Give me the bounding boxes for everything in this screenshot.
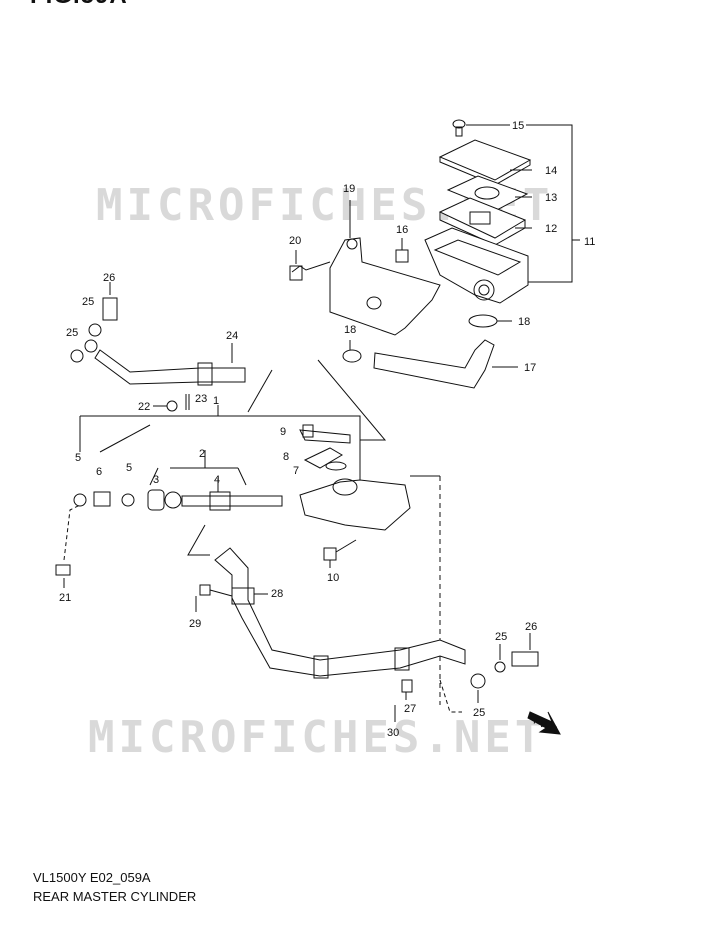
- callout-16: 16: [396, 224, 408, 236]
- callout-26-top: 26: [103, 272, 115, 284]
- watermark-bottom: MICROFICHES.NET: [88, 712, 546, 763]
- hose-24-shape: [94, 349, 246, 385]
- callout-8: 8: [283, 451, 289, 463]
- master-cylinder-group: [55, 359, 441, 705]
- callout-27: 27: [404, 703, 416, 715]
- callout-4: 4: [214, 474, 220, 486]
- callout-labels: 15 14 13 12 11 19 20 16 18 18 17 26 25 2…: [59, 120, 595, 739]
- callout-30: 30: [387, 727, 399, 739]
- callout-10: 10: [327, 572, 339, 584]
- fwd-arrow-icon: [527, 711, 561, 735]
- callout-25-b: 25: [66, 327, 78, 339]
- callout-13: 13: [545, 192, 557, 204]
- callout-21: 21: [59, 592, 71, 604]
- callout-25-c: 25: [495, 631, 507, 643]
- callout-12: 12: [545, 223, 557, 235]
- callout-5-right: 5: [126, 462, 132, 474]
- bracket-19-shape: [329, 237, 441, 336]
- callout-1: 1: [213, 395, 219, 407]
- callout-19: 19: [343, 183, 355, 195]
- cylinder-body-shape: [299, 479, 411, 531]
- callout-28: 28: [271, 588, 283, 600]
- callout-25-d: 25: [473, 707, 485, 719]
- callout-14: 14: [545, 165, 557, 177]
- callout-3: 3: [153, 474, 159, 486]
- callout-9: 9: [280, 426, 286, 438]
- callout-26-bottom: 26: [525, 621, 537, 633]
- cap-14-shape: [438, 139, 532, 181]
- reservoir-11-shape: [424, 227, 529, 304]
- bracket-19-group: [289, 200, 441, 336]
- callout-2: 2: [199, 448, 205, 460]
- callout-6: 6: [96, 466, 102, 478]
- callout-18-left: 18: [344, 324, 356, 336]
- figure-title: FIG.59A: [30, 0, 128, 10]
- model-code: VL1500Y E02_059A: [33, 870, 151, 885]
- piston-shape: [181, 495, 283, 507]
- callout-22: 22: [138, 401, 150, 413]
- hose-17-shape: [373, 339, 495, 389]
- callout-24: 24: [226, 330, 238, 342]
- callout-23: 23: [195, 393, 207, 405]
- callout-7: 7: [293, 465, 299, 477]
- hose-17-group: [342, 314, 518, 389]
- callout-18-top: 18: [518, 316, 530, 328]
- callout-15: 15: [512, 120, 524, 132]
- callout-17: 17: [524, 362, 536, 374]
- callout-29: 29: [189, 618, 201, 630]
- lower-hose-shape: [214, 547, 466, 677]
- lower-hose-group: [187, 524, 561, 735]
- callout-20: 20: [289, 235, 301, 247]
- screw-15-shape: [452, 119, 466, 129]
- reservoir-group: [424, 119, 580, 304]
- section-name: REAR MASTER CYLINDER: [33, 889, 197, 904]
- callout-25-a: 25: [82, 296, 94, 308]
- hose-24-group: [70, 282, 246, 412]
- callout-5-left: 5: [75, 452, 81, 464]
- callout-11: 11: [584, 236, 595, 248]
